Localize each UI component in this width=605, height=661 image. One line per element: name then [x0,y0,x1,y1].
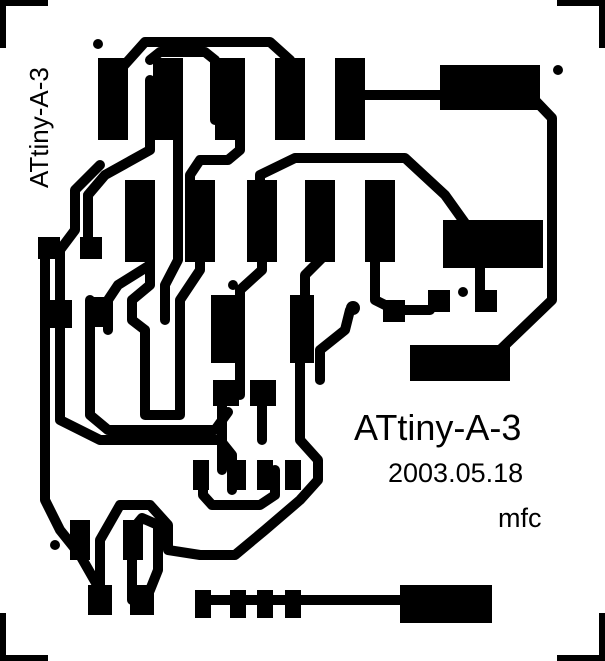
trace [255,153,475,235]
drill-dot [458,287,468,297]
pad [400,585,492,623]
pad [443,220,543,268]
pad [38,237,60,259]
board-date-label: 2003.05.18 [388,458,524,488]
pad [335,58,365,140]
drill-dot [313,463,323,473]
crop-mark-bottom-right [557,613,605,661]
trace [315,305,355,385]
pad [80,237,102,259]
trace [83,75,155,245]
pad [428,290,450,312]
pad [88,585,112,615]
trace [160,65,183,325]
pad [440,65,540,110]
pad [195,590,211,618]
board-side-title: ATtiny-A-3 [24,67,54,188]
pad [98,58,128,140]
pad [285,460,301,490]
pad [230,460,246,490]
crop-mark-bottom-left [0,613,48,661]
pad [250,380,276,406]
trace [198,465,280,510]
pad [365,180,395,262]
pad [153,58,183,140]
pad [410,345,510,381]
pad [123,520,143,560]
pad [383,300,405,322]
pad [211,295,235,363]
drill-dot [228,280,238,290]
pad [90,297,112,327]
pad [215,58,245,140]
trace [235,235,267,400]
pad [285,590,301,618]
drill-dot [50,540,60,550]
pad [290,295,314,363]
pad [193,460,209,490]
board-author-label: mfc [498,503,542,533]
pad [130,585,154,615]
pad [230,590,246,618]
pad [125,180,155,262]
pad [257,590,273,618]
pad [70,520,90,560]
pad [185,180,215,262]
pad [50,300,72,328]
pad [305,180,335,262]
pad [275,58,305,140]
alignment-dots [50,39,563,550]
pad [475,290,497,312]
copper-pads [38,58,543,623]
pad [247,180,277,262]
crop-mark-top-right [557,0,605,48]
trace [40,245,105,595]
crop-mark-top-left [0,0,48,48]
drill-dot [93,39,103,49]
trace [55,160,105,325]
trace [127,235,205,420]
pad [257,460,273,490]
drill-dot [553,65,563,75]
board-main-title: ATtiny-A-3 [354,407,522,448]
drill-dot [346,301,360,315]
pad [213,380,239,406]
